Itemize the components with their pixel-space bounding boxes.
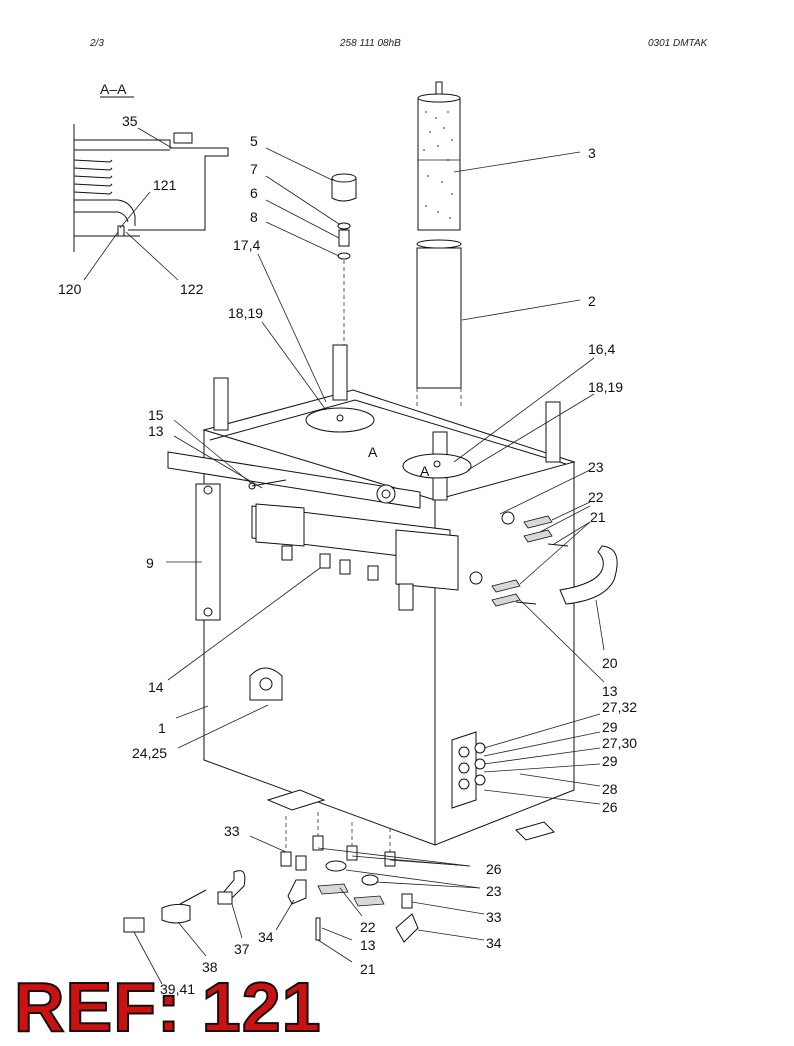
label-16-4: 16,4 (588, 341, 615, 357)
label-34a: 34 (258, 929, 274, 945)
label-8: 8 (250, 209, 258, 225)
label-26b: 26 (486, 861, 502, 877)
label-13a: 13 (148, 423, 164, 439)
document-number: 258 111 08hB (340, 38, 401, 49)
label-21b: 21 (360, 961, 376, 977)
label-121: 121 (153, 177, 177, 193)
section-title: A–A (100, 81, 127, 97)
label-13b: 13 (602, 683, 618, 699)
label-9: 9 (146, 555, 154, 571)
section-detail: A–A 35 121 120 122 (58, 81, 229, 297)
label-28: 28 (602, 781, 618, 797)
label-33b: 33 (486, 909, 502, 925)
label-17-4: 17,4 (233, 237, 260, 253)
label-27-32: 27,32 (602, 699, 637, 715)
label-22a: 22 (588, 489, 604, 505)
spring (73, 159, 113, 195)
label-120: 120 (58, 281, 82, 297)
revision-code: 0301 DMTAK (648, 38, 708, 49)
label-1: 1 (158, 720, 166, 736)
label-24-25: 24,25 (132, 745, 167, 761)
plug-assembly: 5 7 6 8 17,4 (233, 133, 357, 345)
label-a-1: A (368, 444, 378, 460)
label-7: 7 (250, 161, 258, 177)
label-21a: 21 (590, 509, 606, 525)
label-15: 15 (148, 407, 164, 423)
label-37: 37 (234, 941, 250, 957)
label-23b: 23 (486, 883, 502, 899)
label-35: 35 (122, 113, 138, 129)
label-5: 5 (250, 133, 258, 149)
label-14: 14 (148, 679, 164, 695)
label-20: 20 (602, 655, 618, 671)
label-a-2: A (420, 463, 430, 479)
label-6: 6 (250, 185, 258, 201)
label-34b: 34 (486, 935, 502, 951)
label-29a: 29 (602, 719, 618, 735)
label-23a: 23 (588, 459, 604, 475)
label-39-41: 39,41 (160, 981, 195, 997)
page-number: 2/3 (90, 38, 104, 49)
manifold-assembly: 15 13 9 14 (146, 407, 459, 695)
label-18-19a: 18,19 (228, 305, 263, 321)
label-2: 2 (588, 293, 596, 309)
fittings-panel: 27,32 29 27,30 29 28 26 (451, 699, 637, 815)
flange-kit: 23 22 21 20 13 (469, 459, 618, 699)
bottom-fittings: 33 26 23 33 22 13 34 34 37 38 21 39,41 (123, 812, 502, 997)
label-27-30: 27,30 (602, 735, 637, 751)
label-38: 38 (202, 959, 218, 975)
label-22b: 22 (360, 919, 376, 935)
label-33a: 33 (224, 823, 240, 839)
label-18-19b: 18,19 (588, 379, 623, 395)
label-122: 122 (180, 281, 204, 297)
reference-badge: REF: 121 (13, 968, 322, 1046)
filter-assembly: 3 2 (416, 81, 596, 406)
label-13c: 13 (360, 937, 376, 953)
label-26a: 26 (602, 799, 618, 815)
label-29b: 29 (602, 753, 618, 769)
label-3: 3 (588, 145, 596, 161)
